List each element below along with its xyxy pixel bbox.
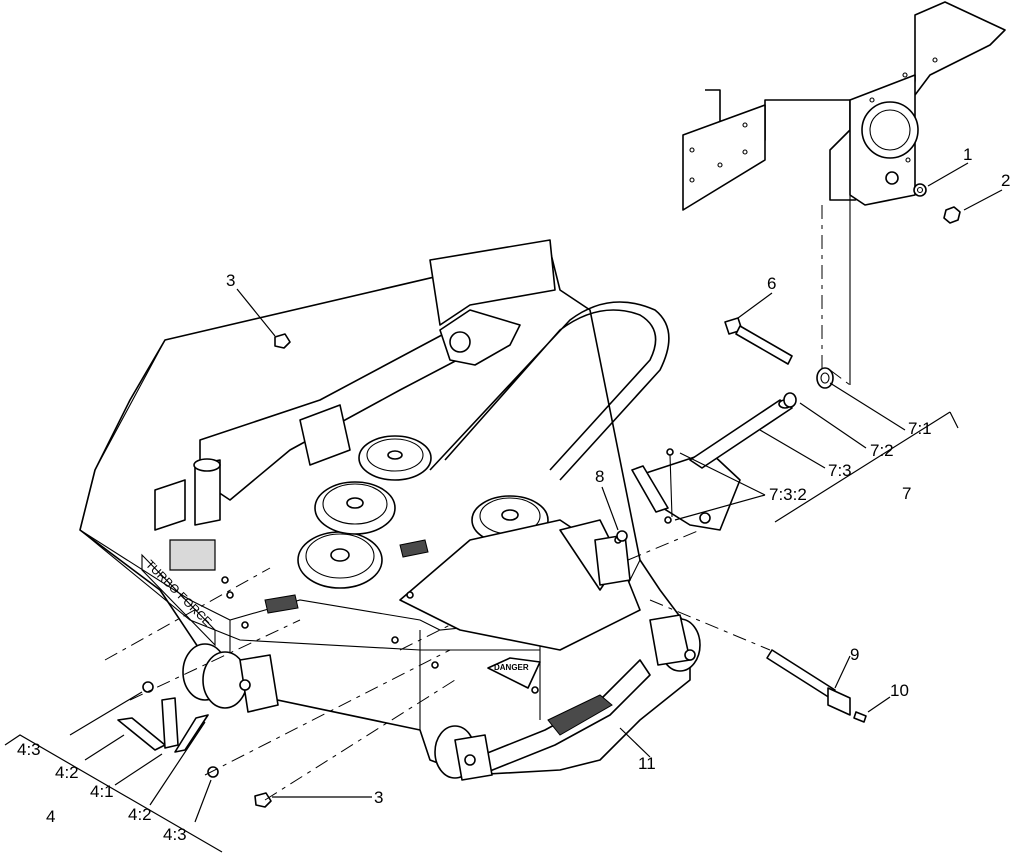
- callout-1: 1: [963, 145, 972, 164]
- callout-7-3: 7:3: [828, 461, 852, 480]
- pulley-idler: [358, 435, 432, 481]
- bushing-7-1: [816, 367, 834, 389]
- danger-text: DANGER: [494, 663, 529, 672]
- cotter-pin-10: [853, 711, 867, 723]
- callout-4-2-right: 4:2: [128, 805, 152, 824]
- callout-7: 7: [902, 484, 911, 503]
- nut-3-upper: [274, 333, 291, 349]
- danger-decal: DANGER: [487, 657, 541, 689]
- callout-4-1: 4:1: [90, 782, 114, 801]
- spacer-7-2: [783, 392, 797, 408]
- pulley-left: [297, 531, 383, 589]
- callout-3-upper: 3: [226, 271, 235, 290]
- caster-wheel-right: [649, 614, 701, 672]
- hitch-assembly-7: [631, 399, 793, 531]
- callout-7-3-2: 7:3:2: [769, 485, 807, 504]
- tractor-frame: [682, 1, 1006, 385]
- mower-deck: TURBO FORCE DANGER: [79, 239, 701, 781]
- callout-4: 4: [46, 807, 55, 826]
- nut-3-lower: [254, 792, 272, 808]
- caster-wheel-front-left: [182, 643, 279, 713]
- callout-7-1: 7:1: [908, 419, 932, 438]
- callout-11: 11: [638, 754, 656, 773]
- nut-8: [616, 530, 628, 542]
- caster-wheel-front-center: [434, 725, 493, 781]
- callout-8: 8: [595, 467, 604, 486]
- callout-4-3-left: 4:3: [17, 740, 41, 759]
- callout-9: 9: [850, 645, 859, 664]
- hardware-1-2: [913, 183, 961, 224]
- hitch-pin-9: [766, 649, 851, 716]
- callout-4-2-left: 4:2: [55, 763, 79, 782]
- leader-lines: [4, 162, 1003, 853]
- callout-10: 10: [890, 681, 909, 700]
- pulley-center: [314, 481, 396, 535]
- chain-assembly-4: [117, 681, 219, 778]
- hitch-bolt-6: [724, 317, 793, 365]
- drive-belt: [429, 301, 670, 481]
- deck-bumper-11: [469, 659, 651, 776]
- callout-7-2: 7:2: [870, 441, 894, 460]
- callout-4-3-right: 4:3: [163, 825, 187, 844]
- callout-3-lower: 3: [374, 788, 383, 807]
- callout-6: 6: [767, 274, 776, 293]
- callout-2: 2: [1001, 171, 1010, 190]
